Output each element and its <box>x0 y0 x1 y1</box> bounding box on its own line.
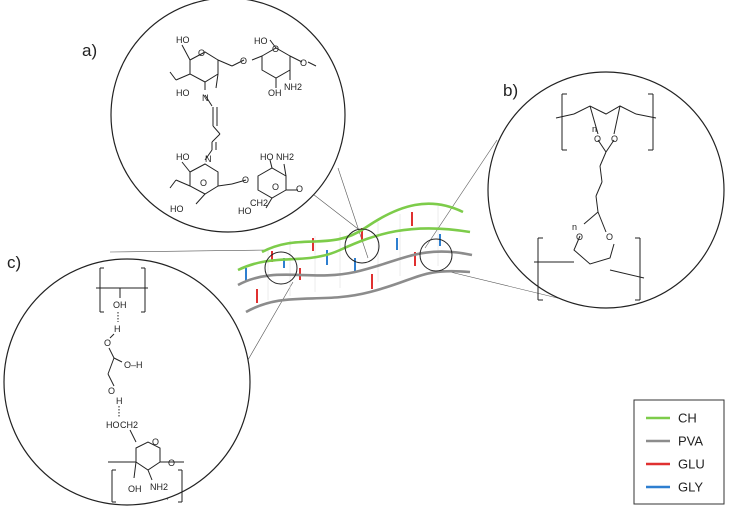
svg-text:N: N <box>205 154 212 164</box>
svg-text:NH2: NH2 <box>150 482 168 492</box>
svg-text:OH: OH <box>113 300 127 310</box>
svg-text:H: H <box>114 324 121 334</box>
zoom-marker-c <box>264 251 298 285</box>
svg-text:n: n <box>592 124 597 134</box>
panel-b-label: b) <box>503 81 518 100</box>
polymer-network <box>237 202 473 314</box>
panel-a-label: a) <box>82 41 97 60</box>
pva-chain-1 <box>237 250 473 287</box>
svg-text:CH2: CH2 <box>120 420 138 430</box>
panel-c: c) OH H O O–H O H HO CH2 <box>3 253 251 506</box>
svg-text:O: O <box>168 458 175 468</box>
svg-text:HO: HO <box>176 35 190 45</box>
svg-text:O: O <box>272 182 279 192</box>
svg-text:O: O <box>606 232 613 242</box>
svg-text:O: O <box>240 56 247 66</box>
zoom-marker-b <box>419 238 453 272</box>
panel-c-circle <box>3 258 251 506</box>
panel-b-structure: n O O n O O <box>534 93 657 301</box>
svg-text:HO: HO <box>170 204 184 214</box>
panel-b-circle <box>487 71 725 309</box>
svg-text:O: O <box>272 44 279 54</box>
ch-chain-1 <box>261 202 464 254</box>
legend-label-ch: CH <box>678 411 697 426</box>
svg-text:O: O <box>611 134 618 144</box>
svg-text:O: O <box>200 178 207 188</box>
svg-text:NH2: NH2 <box>284 82 302 92</box>
legend: CH PVA GLU GLY <box>633 399 725 505</box>
svg-text:O: O <box>198 48 205 58</box>
svg-text:OH: OH <box>268 88 282 98</box>
svg-text:H: H <box>116 396 123 406</box>
svg-text:CH2: CH2 <box>250 198 268 208</box>
svg-text:HO: HO <box>260 152 274 162</box>
svg-text:O: O <box>104 338 111 348</box>
svg-text:HO: HO <box>176 88 190 98</box>
svg-text:n: n <box>572 222 577 232</box>
legend-label-pva: PVA <box>678 434 703 449</box>
network-hatching <box>267 206 439 300</box>
svg-text:O: O <box>152 437 159 447</box>
ch-chain-2 <box>237 227 471 272</box>
svg-text:OH: OH <box>128 484 142 494</box>
svg-text:NH2: NH2 <box>276 152 294 162</box>
glu-crosslinks <box>256 212 416 303</box>
pva-chain-2 <box>245 269 471 314</box>
svg-text:O: O <box>300 58 307 68</box>
panel-a: a) <box>82 0 346 233</box>
svg-text:HO: HO <box>238 206 252 216</box>
legend-label-gly: GLY <box>678 480 703 495</box>
svg-text:HO: HO <box>254 36 268 46</box>
panel-b: b) n O O <box>487 71 725 309</box>
gly-crosslinks <box>245 234 441 282</box>
svg-text:O: O <box>594 134 601 144</box>
svg-text:O: O <box>296 184 303 194</box>
svg-text:O: O <box>242 175 249 185</box>
svg-text:O–H: O–H <box>124 360 143 370</box>
panel-c-structure: OH H O O–H O H HO CH2 O O <box>96 267 184 503</box>
legend-label-glu: GLU <box>678 457 705 472</box>
panel-a-circle <box>110 0 346 233</box>
zoom-marker-a <box>344 228 380 264</box>
svg-text:O: O <box>108 386 115 396</box>
panel-a-structure: HO O HO N O HO O OH NH2 O HO N O O HO NH… <box>169 35 317 216</box>
svg-text:N: N <box>202 93 209 103</box>
svg-text:O: O <box>576 232 583 242</box>
svg-text:HO: HO <box>176 152 190 162</box>
panel-c-label: c) <box>7 253 21 272</box>
svg-text:HO: HO <box>106 420 120 430</box>
